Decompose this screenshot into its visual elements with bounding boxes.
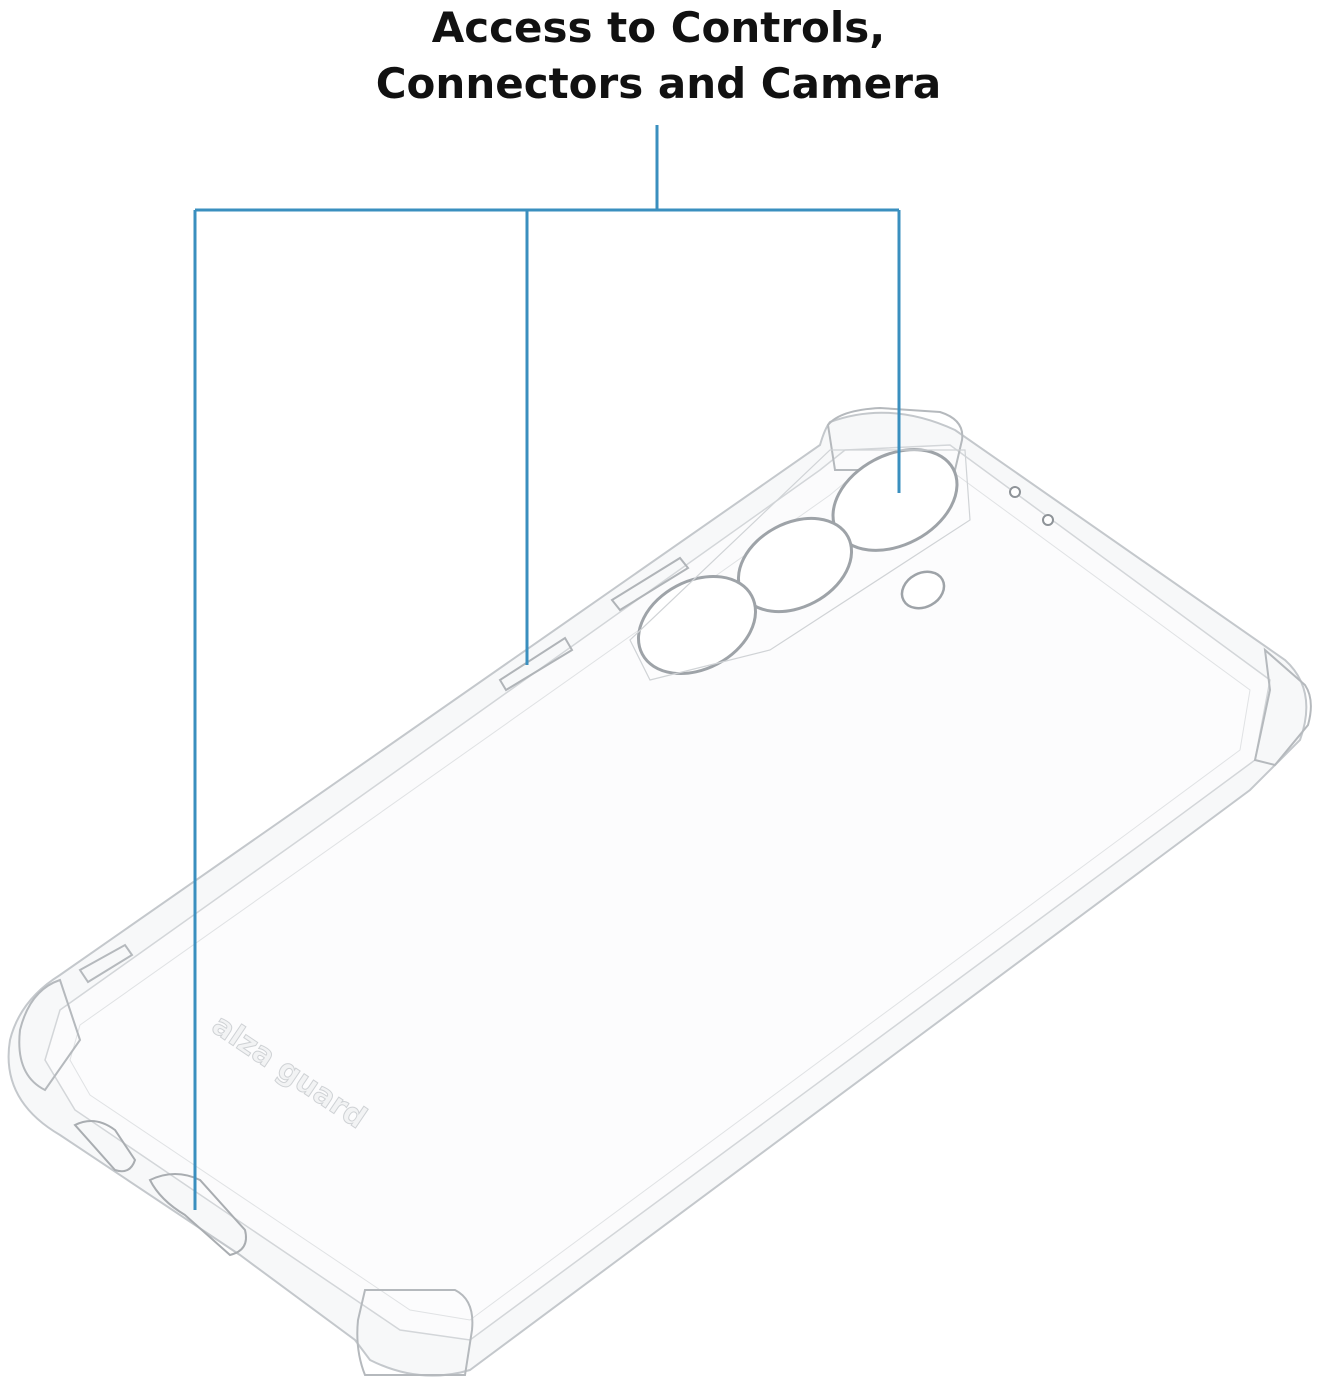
phone-case: alza guard — [7, 406, 1312, 1377]
callout-lines — [193, 125, 901, 1210]
corner-bumper-top — [826, 406, 964, 471]
flash-hole — [900, 570, 946, 610]
headline-line-2: Connectors and Camera — [375, 59, 942, 108]
camera-lens-hole-3 — [636, 574, 758, 676]
volume-button-cutout — [610, 556, 690, 612]
mic-hole-2 — [1042, 514, 1054, 526]
side-slot-cutout — [78, 943, 134, 984]
power-button-cutout — [498, 636, 574, 692]
corner-bumper-bottom — [356, 1289, 474, 1376]
headline-line-1: Access to Controls, — [431, 3, 886, 52]
mic-hole-1 — [1009, 486, 1021, 498]
headline: Access to Controls, Connectors and Camer… — [0, 0, 1317, 112]
corner-bumper-right — [1253, 647, 1312, 767]
case-back-plate — [69, 469, 1251, 1321]
usb-port-cutout — [148, 1173, 247, 1257]
camera-island-outline — [629, 449, 971, 681]
speaker-cutout — [73, 1120, 137, 1173]
corner-bumper-left — [18, 978, 82, 1092]
camera-cutouts — [629, 448, 971, 681]
bottom-connector-cutouts — [73, 943, 247, 1257]
side-button-cutouts — [498, 556, 690, 692]
